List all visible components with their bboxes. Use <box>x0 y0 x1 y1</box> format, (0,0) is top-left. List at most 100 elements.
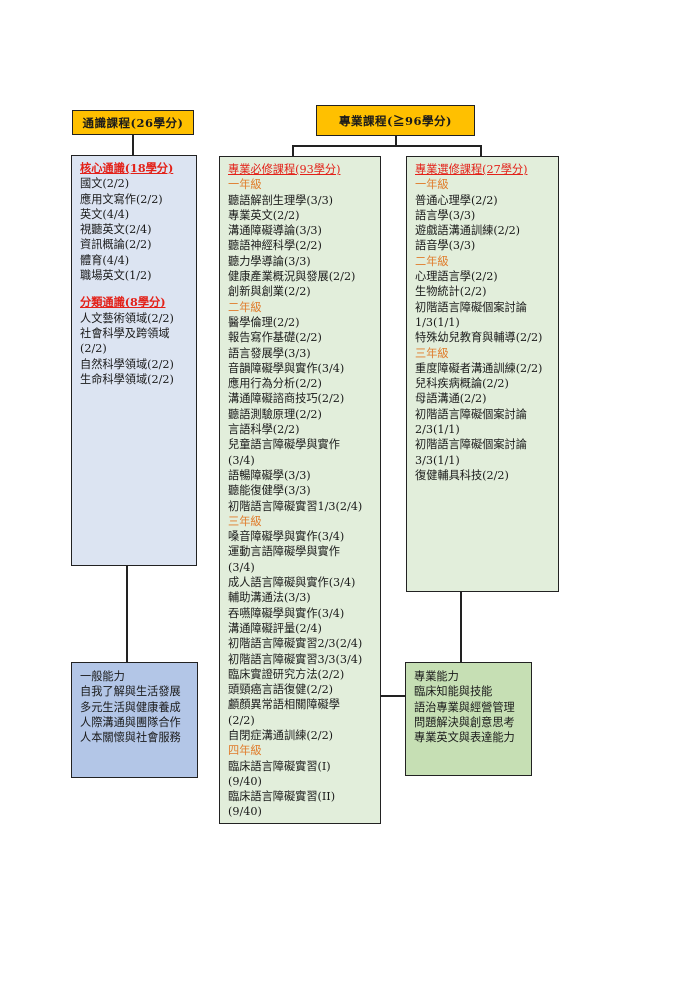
year-label: 一年級 <box>415 178 449 192</box>
course-item: 語言發展學(3/3) <box>228 346 311 360</box>
course-item: 音韻障礙學與實作(3/4) <box>228 361 345 375</box>
course-item: 兒科疾病概論(2/2) <box>415 377 509 391</box>
course-item: 兒童語言障礙學與實作 <box>228 438 340 452</box>
course-item: 言語科學(2/2) <box>228 423 300 437</box>
connector-required-to-pro-ability <box>381 695 406 697</box>
course-item: 職場英文(1/2) <box>80 269 152 283</box>
course-item: 人文藝術領域(2/2) <box>80 311 174 325</box>
year-label: 三年級 <box>228 514 262 528</box>
general-ability-title: 一般能力 <box>80 670 125 683</box>
course-item: 1/3(1/1) <box>415 315 460 329</box>
course-item: (2/2) <box>228 713 255 727</box>
course-item: 運動言語障礙學與實作 <box>228 545 340 559</box>
connector-general-vertical <box>132 135 134 155</box>
category-general-list: 人文藝術領域(2/2) 社會科學及跨領域 (2/2) 自然科學領域(2/2) 生… <box>80 311 188 387</box>
course-item: 生命科學領域(2/2) <box>80 372 174 386</box>
course-item: 初階語言障礙個案討論 <box>415 300 527 314</box>
course-item: 臨床語言障礙實習(I) <box>228 759 331 773</box>
course-item: 復健輔具科技(2/2) <box>415 468 509 482</box>
course-item: (3/4) <box>228 560 255 574</box>
ability-item: 人本關懷與社會服務 <box>80 731 181 745</box>
core-general-title: 核心通識(18學分) <box>80 161 174 175</box>
course-item: 溝通障礙諮商技巧(2/2) <box>228 392 345 406</box>
course-item: 2/3(1/1) <box>415 423 460 437</box>
course-item: 語暢障礙學(3/3) <box>228 468 311 482</box>
course-item: 嗓音障礙學與實作(3/4) <box>228 530 345 544</box>
course-item: 創新與創業(2/2) <box>228 285 311 299</box>
course-item: 自然科學領域(2/2) <box>80 357 174 371</box>
connector-elective-vertical <box>480 145 482 157</box>
required-courses-panel: 專業必修課程(93學分) 一年級 聽語解剖生理學(3/3) 專業英文(2/2) … <box>219 156 381 824</box>
course-item: 遊戲語溝通訓練(2/2) <box>415 224 521 238</box>
connector-general-ability <box>126 566 128 662</box>
general-header-box: 通識課程(26學分) <box>72 110 194 135</box>
category-general-title: 分類通識(8學分) <box>80 295 166 310</box>
course-item: 聽語測驗原理(2/2) <box>228 407 322 421</box>
course-item: 應用行為分析(2/2) <box>228 377 322 391</box>
course-item: 自閉症溝通訓練(2/2) <box>228 728 334 742</box>
course-item: 頭頸癌言語復健(2/2) <box>228 683 334 697</box>
ability-item: 人際溝通與團隊合作 <box>80 715 181 729</box>
course-item: 聽語神經科學(2/2) <box>228 239 322 253</box>
year-label: 一年級 <box>228 178 262 192</box>
course-item: 專業英文(2/2) <box>228 208 300 222</box>
elective-title: 專業選修課程(27學分) <box>415 163 528 176</box>
general-courses-panel: 核心通識(18學分) 國文(2/2) 應用文寫作(2/2) 英文(4/4) 視聽… <box>71 155 197 566</box>
course-item: (9/40) <box>228 774 262 788</box>
course-item: 資訊概論(2/2) <box>80 238 152 252</box>
course-item: 顱顏異常語相關障礙學 <box>228 698 340 712</box>
year-label: 三年級 <box>415 346 449 360</box>
course-item: 社會科學及跨領域 <box>80 326 170 340</box>
ability-item: 問題解決與創意思考 <box>414 715 515 729</box>
year-label: 二年級 <box>228 300 262 314</box>
ability-item: 語治專業與經營管理 <box>414 700 515 714</box>
course-item: 初階語言障礙個案討論 <box>415 407 527 421</box>
course-item: 吞嚥障礙學與實作(3/4) <box>228 606 345 620</box>
course-item: 心理語言學(2/2) <box>415 270 498 284</box>
course-item: 初階語言障礙實習3/3(3/4) <box>228 652 363 666</box>
course-item: 成人語言障礙與實作(3/4) <box>228 576 356 590</box>
core-general-list: 國文(2/2) 應用文寫作(2/2) 英文(4/4) 視聽英文(2/4) 資訊概… <box>80 176 188 283</box>
course-item: 輔助溝通法(3/3) <box>228 591 311 605</box>
course-item: 醫學倫理(2/2) <box>228 315 300 329</box>
year-label: 二年級 <box>415 254 449 268</box>
course-item: 語言學(3/3) <box>415 208 476 222</box>
course-item: 溝通障礙導論(3/3) <box>228 224 322 238</box>
course-item: 溝通障礙評量(2/4) <box>228 621 322 635</box>
course-item: 3/3(1/1) <box>415 453 460 467</box>
course-item: 特殊幼兒教育與輔導(2/2) <box>415 331 543 345</box>
professional-header-label: 專業課程(≧96學分) <box>339 113 452 128</box>
course-item: 母語溝通(2/2) <box>415 392 487 406</box>
ability-item: 自我了解與生活發展 <box>80 685 181 699</box>
course-item: 視聽英文(2/4) <box>80 223 152 237</box>
course-item: 聽語解剖生理學(3/3) <box>228 193 334 207</box>
course-item: 聽能復健學(3/3) <box>228 484 311 498</box>
course-item: 初階語言障礙個案討論 <box>415 438 527 452</box>
course-item: (9/40) <box>228 805 262 819</box>
ability-item: 專業英文與表達能力 <box>414 731 515 745</box>
course-item: 語音學(3/3) <box>415 239 476 253</box>
connector-professional-stem <box>395 136 397 146</box>
elective-courses-panel: 專業選修課程(27學分) 一年級 普通心理學(2/2) 語言學(3/3) 遊戲語… <box>406 156 559 592</box>
connector-elective-ability <box>460 592 462 662</box>
ability-item: 多元生活與健康養成 <box>80 700 181 714</box>
professional-ability-box: 專業能力 臨床知能與技能 語治專業與經營管理 問題解決與創意思考 專業英文與表達… <box>405 662 532 776</box>
course-item: 聽力學導論(3/3) <box>228 254 311 268</box>
course-item: 初階語言障礙實習1/3(2/4) <box>228 499 363 513</box>
course-item: 健康產業概況與發展(2/2) <box>228 270 356 284</box>
course-item: 重度障礙者溝通訓練(2/2) <box>415 361 543 375</box>
general-header-label: 通識課程(26學分) <box>82 115 184 130</box>
course-item: 臨床實證研究方法(2/2) <box>228 667 345 681</box>
course-item: 報告寫作基礎(2/2) <box>228 331 322 345</box>
course-item: (2/2) <box>80 342 107 356</box>
course-item: 體育(4/4) <box>80 253 130 267</box>
course-item: 國文(2/2) <box>80 177 130 191</box>
year-label: 四年級 <box>228 744 262 758</box>
course-item: 臨床語言障礙實習(II) <box>228 790 336 804</box>
course-item: 普通心理學(2/2) <box>415 193 498 207</box>
course-item: 應用文寫作(2/2) <box>80 192 163 206</box>
general-ability-box: 一般能力 自我了解與生活發展 多元生活與健康養成 人際溝通與團隊合作 人本關懷與… <box>71 662 198 778</box>
course-item: 初階語言障礙實習2/3(2/4) <box>228 637 363 651</box>
course-item: (3/4) <box>228 453 255 467</box>
course-item: 生物統計(2/2) <box>415 285 487 299</box>
